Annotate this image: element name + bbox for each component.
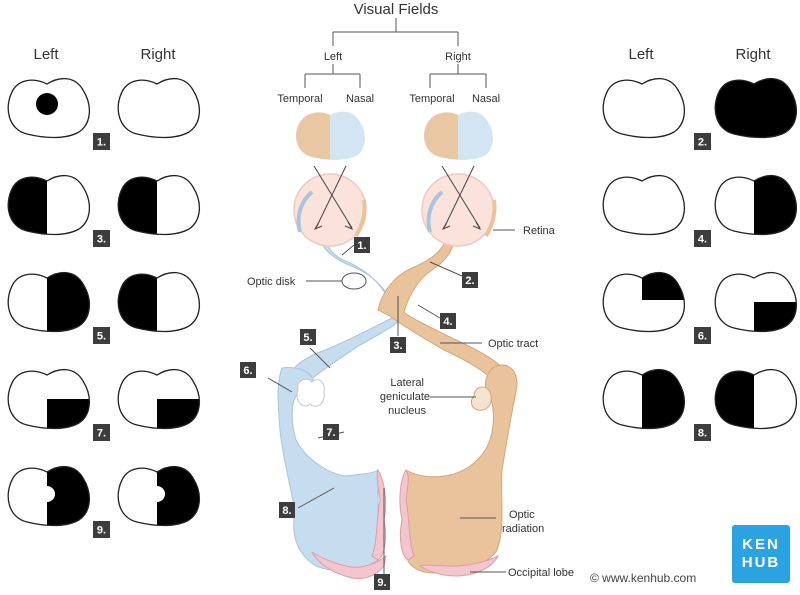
left-eye-visual-field — [296, 111, 365, 160]
left-visual-pathway — [277, 227, 403, 572]
badge-right-6: 6. — [694, 327, 711, 344]
field-right-6-right-eye — [714, 271, 798, 333]
right-col-right-header: Right — [735, 46, 771, 63]
badge-center-7: 7. — [323, 424, 339, 440]
retina-label: Retina — [523, 225, 556, 237]
badge-center-2: 2. — [462, 272, 478, 288]
tree-right-label: Right — [445, 51, 471, 63]
svg-text:9.: 9. — [97, 525, 106, 537]
right-visual-pathway — [377, 227, 518, 574]
field-left-1-left-eye — [7, 77, 91, 139]
kenhub-logo: KEN HUB — [732, 525, 790, 583]
field-right-8-right-eye — [714, 368, 798, 430]
field-left-5-right-eye — [117, 271, 201, 333]
diagram-title: Visual Fields — [354, 1, 439, 18]
field-left-5-left-eye — [7, 271, 91, 333]
svg-text:8.: 8. — [698, 428, 707, 440]
left-col-left-header: Left — [33, 46, 59, 63]
field-left-7-right-eye — [117, 368, 201, 430]
field-right-4-left-eye — [602, 174, 686, 236]
optic-tract-label: Optic tract — [488, 338, 538, 350]
tree-left-temporal-label: Temporal — [277, 93, 322, 105]
svg-text:2.: 2. — [698, 137, 707, 149]
badge-right-4: 4. — [694, 230, 711, 247]
lgn-label-line1: Lateral — [390, 377, 424, 389]
badge-right-2: 2. — [694, 133, 711, 150]
field-left-9-right-eye — [117, 465, 201, 527]
optic-radiation-label-line2: radiation — [502, 523, 544, 535]
right-field-column: 2. 4. 6. 8. — [602, 77, 798, 441]
field-right-8-left-eye — [602, 368, 686, 430]
badge-center-5: 5. — [300, 329, 316, 345]
tree-right-temporal-label: Temporal — [409, 93, 454, 105]
badge-center-9: 9. — [374, 574, 390, 590]
svg-text:5.: 5. — [303, 332, 312, 344]
logo-line1: KEN — [742, 536, 780, 553]
credit-text: © www.kenhub.com — [590, 571, 697, 585]
field-left-7-left-eye — [7, 368, 91, 430]
field-right-6-left-eye — [602, 271, 686, 333]
right-eyeball — [421, 173, 497, 247]
visual-fields-tree — [304, 18, 487, 88]
badge-center-1: 1. — [354, 237, 370, 253]
right-eye-visual-field — [424, 111, 493, 160]
badge-left-7: 7. — [93, 424, 110, 441]
badge-center-4: 4. — [440, 313, 456, 329]
lgn-label-line3: nucleus — [388, 405, 426, 417]
badge-center-8: 8. — [279, 502, 295, 518]
field-right-2-right-eye — [714, 77, 798, 139]
badge-center-6: 6. — [240, 362, 256, 378]
svg-text:2.: 2. — [465, 275, 474, 287]
occipital-lobe-gyri — [311, 468, 500, 579]
center-badges: 1. 2. 3. 4. 5. 6. 7. 8. 9. — [240, 237, 478, 590]
svg-text:7.: 7. — [97, 428, 106, 440]
svg-text:6.: 6. — [243, 365, 252, 377]
light-ray-arrows — [313, 165, 482, 231]
svg-text:6.: 6. — [698, 331, 707, 343]
field-right-2-left-eye — [602, 77, 686, 139]
occipital-lobe-label: Occipital lobe — [508, 567, 574, 579]
badge-right-8: 8. — [694, 424, 711, 441]
svg-text:1.: 1. — [97, 137, 106, 149]
leader-lines — [267, 229, 515, 574]
field-left-3-left-eye — [7, 174, 91, 236]
svg-text:4.: 4. — [698, 234, 707, 246]
badge-center-3: 3. — [390, 337, 406, 353]
svg-text:4.: 4. — [443, 316, 452, 328]
svg-text:5.: 5. — [97, 331, 106, 343]
left-col-right-header: Right — [140, 46, 176, 63]
tree-left-label: Left — [324, 51, 342, 63]
right-col-left-header: Left — [628, 46, 654, 63]
svg-text:3.: 3. — [97, 234, 106, 246]
tree-right-nasal-label: Nasal — [472, 93, 500, 105]
badge-left-5: 5. — [93, 327, 110, 344]
field-left-1-right-eye — [117, 77, 201, 139]
logo-line2: HUB — [741, 554, 781, 571]
left-field-column: 1. 3. 5. 7. 9. — [7, 77, 201, 538]
badge-left-9: 9. — [93, 521, 110, 538]
badge-left-3: 3. — [93, 230, 110, 247]
lgn-label-line2: geniculate — [380, 391, 430, 403]
left-eyeball — [293, 173, 367, 247]
optic-disk-label: Optic disk — [247, 276, 296, 288]
field-right-4-right-eye — [714, 174, 798, 236]
svg-text:1.: 1. — [357, 240, 366, 252]
svg-text:9.: 9. — [377, 577, 386, 589]
field-left-3-right-eye — [117, 174, 201, 236]
badge-left-1: 1. — [93, 133, 110, 150]
svg-text:3.: 3. — [393, 340, 402, 352]
optic-radiation-label-line1: Optic — [509, 509, 535, 521]
field-left-9-left-eye — [7, 465, 91, 527]
svg-text:7.: 7. — [326, 427, 335, 439]
tree-left-nasal-label: Nasal — [346, 93, 374, 105]
svg-text:8.: 8. — [282, 505, 291, 517]
